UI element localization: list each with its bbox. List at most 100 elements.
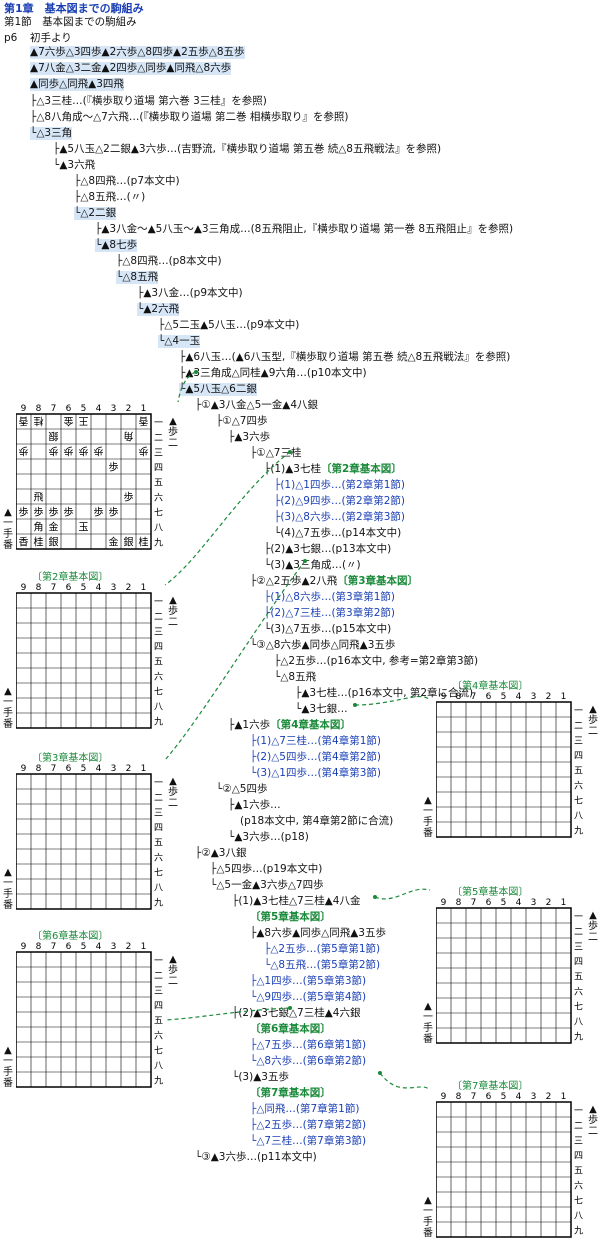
rank-label: 五 bbox=[154, 479, 163, 489]
board-piece: 香 bbox=[139, 415, 149, 427]
chapter-diagram-tag: 〔第5章基本図〕 bbox=[250, 911, 331, 923]
tree-line: └(3)▲3五歩 bbox=[232, 1071, 289, 1083]
rank-label: 四 bbox=[154, 643, 163, 653]
board-frame bbox=[436, 701, 572, 838]
tree-line: ├(1)△1四歩…(第2章第1節) bbox=[274, 479, 406, 491]
tree-line: ├△2五歩…(第7章第2節) bbox=[250, 1119, 367, 1131]
board-piece: 銀 bbox=[49, 536, 59, 549]
hand-pieces-bottom: ▲ 一 手 番 bbox=[3, 507, 13, 551]
tree-line: ▲7八金△3二金▲2四歩△同歩▲同飛△8六歩 bbox=[30, 62, 232, 75]
file-label: 4 bbox=[516, 692, 522, 702]
tree-line: ├(2)△5四歩…(第4章第2節) bbox=[250, 751, 382, 763]
file-label: 8 bbox=[36, 404, 42, 414]
tree-line: ├▲3八金…(p9本文中) bbox=[137, 287, 243, 299]
board-frame bbox=[436, 1101, 572, 1238]
rank-label: 八 bbox=[574, 1212, 583, 1222]
tree-line: ├(2)△7三桂…(第3章第2節) bbox=[264, 607, 396, 619]
rank-label: 八 bbox=[154, 1062, 163, 1072]
rank-label: 六 bbox=[154, 1030, 163, 1042]
file-label: 9 bbox=[21, 764, 27, 774]
file-label: 2 bbox=[126, 404, 132, 414]
file-label: 9 bbox=[441, 898, 447, 908]
file-label: 3 bbox=[111, 764, 117, 774]
tree-line: └▲3七銀… bbox=[295, 703, 348, 715]
rank-label: 九 bbox=[574, 1226, 583, 1237]
board-piece: 歩 bbox=[139, 445, 149, 458]
rank-label: 二 bbox=[574, 1122, 583, 1132]
file-label: 8 bbox=[36, 764, 42, 774]
rank-label: 六 bbox=[574, 986, 583, 998]
file-label: 7 bbox=[471, 898, 477, 908]
tree-line: ├(2)▲3七銀…(p13本文中) bbox=[264, 543, 392, 555]
rank-label: 九 bbox=[154, 1076, 163, 1087]
tree-line: └△4一玉 bbox=[158, 335, 201, 348]
file-label: 5 bbox=[81, 764, 87, 774]
file-label: 6 bbox=[486, 898, 492, 908]
tree-line: ├△2五歩…(第5章第1節) bbox=[264, 943, 381, 955]
board-caption: 〔第2章基本図〕 bbox=[32, 572, 109, 583]
rank-label: 五 bbox=[154, 839, 163, 849]
tree-line: └△8五飛 bbox=[116, 271, 159, 284]
board-piece: 歩 bbox=[94, 445, 104, 458]
hand-pieces-top: ▲ 歩 二 bbox=[588, 1104, 598, 1137]
board-piece: 歩 bbox=[109, 461, 119, 474]
board-frame bbox=[16, 592, 152, 729]
rank-label: 五 bbox=[154, 658, 163, 668]
board-caption: 〔第6章基本図〕 bbox=[32, 931, 109, 942]
board-frame bbox=[436, 907, 572, 1044]
tree-line: ├▲3七桂…(p16本文中, 第2章に合流) bbox=[295, 687, 474, 699]
rank-label: 九 bbox=[154, 538, 163, 549]
rank-label: 四 bbox=[574, 958, 583, 968]
file-label: 8 bbox=[456, 1092, 462, 1102]
tree-line: 〔第5章基本図〕 bbox=[250, 911, 331, 924]
rank-label: 七 bbox=[154, 687, 163, 698]
board-piece: 歩 bbox=[49, 506, 59, 519]
file-label: 1 bbox=[141, 583, 147, 593]
file-label: 9 bbox=[21, 583, 27, 593]
file-label: 5 bbox=[501, 898, 507, 908]
hand-pieces-bottom: ▲ 一 手 番 bbox=[423, 795, 433, 839]
tree-line: ├△7五歩…(第6章第1節) bbox=[250, 1039, 367, 1051]
file-label: 2 bbox=[126, 764, 132, 774]
tree-line: └(3)△7五歩…(p15本文中) bbox=[264, 623, 392, 635]
rank-label: 二 bbox=[154, 613, 163, 623]
rank-label: 一 bbox=[154, 779, 163, 789]
rank-label: 二 bbox=[154, 434, 163, 444]
dot-b6 bbox=[373, 895, 377, 899]
board-piece: 銀 bbox=[49, 430, 59, 443]
file-label: 4 bbox=[516, 1092, 522, 1102]
board-caption: 〔第7章基本図〕 bbox=[452, 1081, 529, 1092]
tree-line: ├▲1六歩〔第4章基本図〕 bbox=[228, 719, 351, 731]
tree-line: ├▲5八玉△2二銀▲3六歩…(吉野流,『横歩取り道場 第五巻 続△8五飛戦法』を… bbox=[53, 143, 442, 155]
arrow-b7 bbox=[379, 1072, 431, 1091]
file-label: 6 bbox=[66, 942, 72, 952]
file-label: 2 bbox=[126, 942, 132, 952]
tree-line: └③▲3六歩…(p11本文中) bbox=[195, 1151, 317, 1163]
rank-label: 八 bbox=[154, 524, 163, 534]
file-label: 5 bbox=[81, 942, 87, 952]
board-piece: 香 bbox=[19, 415, 29, 427]
hand-pieces-top: ▲ 歩 二 bbox=[168, 595, 178, 628]
tree-line: ├△8五飛…(〃) bbox=[74, 191, 146, 203]
hand-pieces-bottom: ▲ 一 手 番 bbox=[3, 686, 13, 730]
tree-line: └③△8六歩▲同歩△同飛▲3五歩 bbox=[250, 639, 396, 651]
rank-label: 一 bbox=[154, 598, 163, 608]
rank-label: 五 bbox=[574, 973, 583, 983]
rank-label: 八 bbox=[154, 884, 163, 894]
file-label: 3 bbox=[111, 942, 117, 952]
file-label: 5 bbox=[81, 583, 87, 593]
file-label: 4 bbox=[96, 764, 102, 774]
rank-label: 四 bbox=[574, 1152, 583, 1162]
file-label: 3 bbox=[531, 898, 537, 908]
chapter-title: 第1章 基本図までの駒組み bbox=[4, 2, 144, 15]
rank-label: 三 bbox=[574, 737, 583, 747]
board-piece: 香 bbox=[19, 537, 29, 549]
hand-pieces-bottom: ▲ 一 手 番 bbox=[3, 1045, 13, 1089]
file-label: 1 bbox=[141, 942, 147, 952]
file-label: 3 bbox=[531, 692, 537, 702]
file-label: 1 bbox=[141, 404, 147, 414]
tree-line: └▲5八玉△6二銀 bbox=[179, 383, 257, 396]
